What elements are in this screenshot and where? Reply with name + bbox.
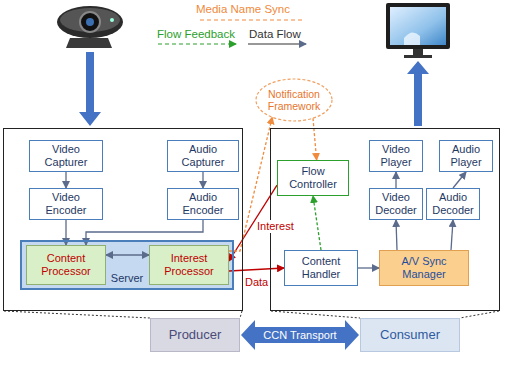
connector — [313, 118, 317, 160]
server-band-fill — [21, 241, 233, 289]
transport-arrow — [241, 320, 359, 350]
connector — [451, 220, 453, 250]
connector — [396, 220, 397, 250]
controller-box: Flow Controller — [277, 160, 349, 196]
sync-manager-box: A/V Sync Manager — [379, 250, 469, 286]
legend-text: Media Name Sync — [196, 3, 290, 16]
node-text: Interest Processor — [152, 252, 226, 277]
node-text: Video Encoder — [32, 191, 100, 216]
process-box: Content Handler — [284, 250, 358, 286]
process-box: Video Capturer — [29, 140, 103, 172]
connector — [313, 196, 321, 250]
server-band: Server Content Processor Interest Processo… — [20, 240, 234, 290]
process-box: Video Decoder — [369, 188, 423, 220]
node-text: Video Capturer — [32, 143, 100, 168]
legend-sample — [200, 19, 302, 20]
node-text: Audio Player — [442, 143, 490, 168]
node-text: Video Player — [372, 143, 420, 168]
part-label: Consumer — [360, 318, 460, 352]
edge-label: Data — [244, 276, 269, 289]
node-text: Flow Controller — [280, 165, 346, 190]
producer-box: ProducerVideo CapturerAudio CapturerVide… — [3, 128, 243, 311]
node-text: A/V Sync Manager — [382, 255, 466, 280]
node-text: Audio Decoder — [429, 191, 477, 216]
connector — [395, 172, 396, 188]
edge-label: CCN Transport — [262, 329, 337, 342]
connector — [358, 267, 379, 268]
process-box: Audio Capturer — [167, 140, 239, 172]
connector — [106, 254, 149, 255]
node-text: Notification Framework — [261, 88, 327, 112]
process-box: Video Player — [369, 140, 423, 172]
part-label: Producer — [150, 318, 240, 352]
legend-text: Data Flow — [249, 28, 301, 41]
node-text: Audio Encoder — [170, 191, 236, 216]
monitor-icon — [386, 3, 450, 58]
node-text: Content Processor — [29, 252, 103, 277]
process-box: Audio Decoder — [426, 188, 480, 220]
notification-ellipse: Notification Framework — [255, 78, 333, 122]
output-arrow — [407, 61, 429, 126]
process-box: Audio Player — [439, 140, 493, 172]
legend-sample — [158, 43, 236, 44]
connector — [229, 268, 284, 271]
node-text: Server — [111, 272, 143, 285]
process-box: Audio Encoder — [167, 188, 239, 220]
connector — [65, 172, 66, 188]
legend-text: Flow Feedback — [157, 28, 235, 41]
node-text: Audio Capturer — [170, 143, 236, 168]
processor-box: Content Processor — [26, 245, 106, 285]
processor-box: Interest Processor — [149, 245, 229, 285]
legend-sample — [248, 43, 306, 44]
node-text: Content Handler — [287, 255, 355, 280]
consumer-box: ConsumerFlow ControllerVideo PlayerAudio… — [270, 128, 500, 311]
bracket-lines — [4, 311, 499, 318]
input-arrow — [79, 52, 101, 126]
edge-label: Interest — [256, 220, 295, 233]
process-box: Video Encoder — [29, 188, 103, 220]
connector — [202, 172, 203, 188]
webcam-icon — [57, 6, 123, 48]
node-text: Video Decoder — [372, 191, 420, 216]
connector — [453, 172, 466, 188]
